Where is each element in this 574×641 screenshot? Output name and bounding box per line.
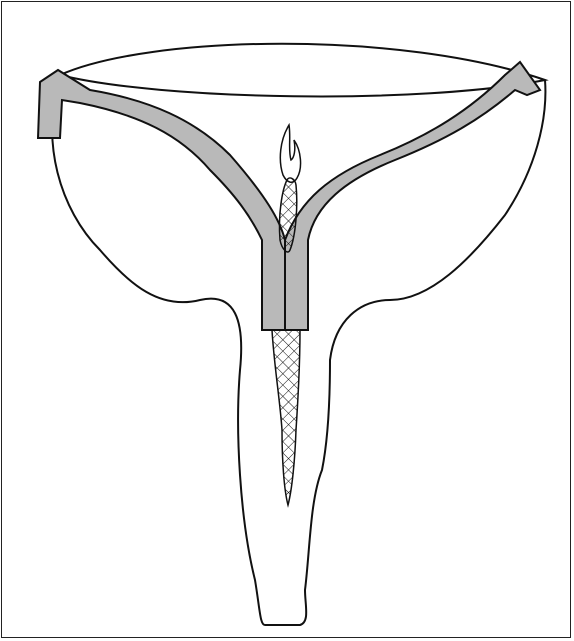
- bowl-rim: [60, 44, 545, 97]
- flame-icon: [280, 125, 300, 182]
- lower-wick: [272, 330, 300, 505]
- left-strap: [38, 70, 285, 330]
- right-strap: [285, 62, 540, 330]
